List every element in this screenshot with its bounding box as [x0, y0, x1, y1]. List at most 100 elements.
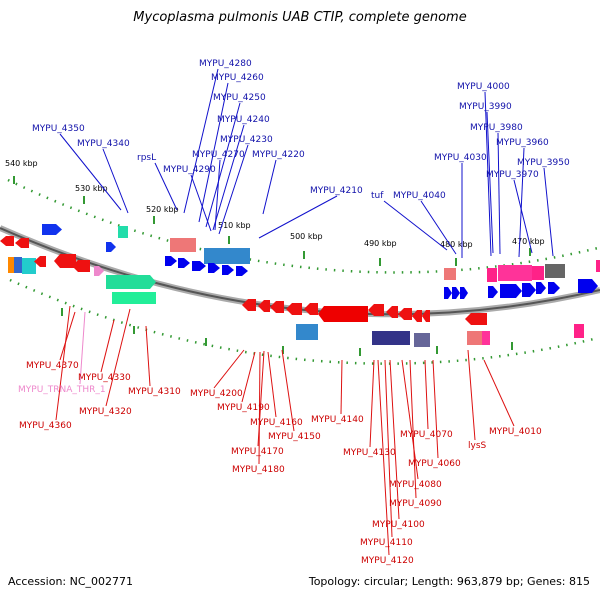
gene-label: MYPU_4100 — [372, 520, 425, 530]
label-leader-line — [79, 311, 86, 385]
label-leader-line — [384, 359, 393, 538]
map-title: Mycoplasma pulmonis UAB CTIP, complete g… — [133, 10, 467, 25]
label-leader-line — [424, 359, 429, 430]
gene-label: MYPU_4250 — [213, 93, 266, 103]
label-leader-line — [205, 102, 241, 228]
gene-label: MYPU_4240 — [217, 115, 270, 125]
gene-feature — [487, 268, 497, 282]
gene-label: MYPU_4000 — [457, 82, 510, 92]
gene-label: MYPU_3970 — [486, 170, 539, 180]
gene-label: MYPU_4330 — [78, 373, 131, 383]
label-leader-line — [484, 91, 492, 257]
gene-feature — [422, 310, 430, 322]
label-leader-line — [102, 148, 129, 214]
label-leader-line — [258, 195, 338, 239]
gene-feature — [548, 282, 560, 294]
gene-label: tuf — [371, 191, 384, 201]
gene-label: MYPU_3960 — [496, 138, 549, 148]
label-leader-line — [483, 359, 515, 427]
kbp-tick-label: 530 kbp — [75, 184, 108, 193]
gene-feature — [94, 266, 104, 276]
kbp-tick-marks — [13, 176, 531, 356]
gene-label: MYPU_4210 — [310, 186, 363, 196]
gene-feature — [414, 333, 430, 347]
gene-feature — [444, 287, 452, 299]
gene-feature — [15, 238, 29, 248]
label-leader-line — [154, 162, 178, 211]
gene-feature — [536, 282, 546, 294]
gene-feature — [574, 324, 584, 338]
gene-label: MYPU_4220 — [252, 150, 305, 160]
gene-label: MYPU_4340 — [77, 139, 130, 149]
gene-feature — [54, 254, 76, 268]
gene-feature — [14, 257, 22, 273]
gene-label: MYPU_4280 — [199, 59, 252, 69]
genome-summary: Topology: circular; Length: 963,879 bp; … — [308, 575, 590, 588]
label-leader-line — [432, 359, 439, 459]
label-leader-line — [218, 144, 249, 235]
gene-feature — [242, 299, 256, 311]
accession-text: Accession: NC_002771 — [8, 575, 134, 588]
gene-feature — [444, 268, 456, 280]
gene-feature — [42, 224, 62, 235]
gene-label: MYPU_4320 — [79, 407, 132, 417]
label-leader-line — [518, 147, 525, 258]
gene-feature — [482, 331, 490, 345]
gene-feature — [596, 260, 600, 272]
gene-feature — [386, 306, 398, 318]
gene-label: MYPU_4080 — [389, 480, 442, 490]
gene-feature — [178, 258, 190, 268]
gene-label: MYPU_4090 — [389, 499, 442, 509]
gene-feature — [34, 256, 46, 267]
gene-feature — [578, 279, 598, 293]
gene-label: MYPU_4160 — [250, 418, 303, 428]
label-leader-line — [383, 200, 448, 251]
kbp-tick-label: 510 kbp — [218, 221, 251, 230]
label-leader-line — [369, 359, 375, 448]
label-leader-line — [543, 167, 554, 257]
label-leader-line — [377, 359, 390, 556]
gene-feature — [532, 266, 544, 280]
gene-feature — [452, 287, 460, 299]
gene-label: MYPU_4310 — [128, 387, 181, 397]
gene-label: MYPU_4230 — [220, 135, 273, 145]
label-leader-line — [100, 319, 115, 373]
label-leader-line — [467, 349, 476, 441]
label-leader-line — [486, 111, 494, 254]
label-leader-line — [241, 351, 256, 403]
gene-feature — [522, 283, 536, 297]
gene-label: MYPU_4370 — [26, 361, 79, 371]
gene-label: MYPU_4060 — [408, 459, 461, 469]
gene-feature — [236, 266, 248, 276]
label-leader-line — [340, 359, 343, 415]
kbp-tick-label: 490 kbp — [364, 239, 397, 248]
gene-label: MYPU_4200 — [190, 389, 243, 399]
gene-label: MYPU_4130 — [343, 448, 396, 458]
gene-label: MYPU_3990 — [459, 102, 512, 112]
label-leader-line — [55, 305, 71, 421]
label-leader-line — [281, 349, 295, 432]
gene-label: MYPU_4040 — [393, 191, 446, 201]
gene-label: MYPU_4070 — [400, 430, 453, 440]
gene-feature — [304, 303, 318, 315]
label-leader-line — [59, 311, 76, 361]
label-leader-line — [497, 132, 501, 255]
label-leader-line — [262, 159, 277, 215]
gene-feature — [8, 257, 18, 273]
kbp-tick-label: 520 kbp — [146, 205, 179, 214]
label-leader-line — [105, 308, 131, 407]
gene-feature — [460, 287, 468, 299]
label-leader-line — [258, 351, 261, 465]
gene-feature — [258, 300, 270, 312]
gene-feature — [208, 263, 220, 273]
label-leader-line — [183, 68, 219, 214]
kbp-tick-label: 470 kbp — [512, 237, 545, 246]
gene-feature — [465, 313, 487, 325]
kbp-tick-label: 540 kbp — [5, 159, 38, 168]
gene-feature — [372, 331, 410, 345]
kbp-tick-label: 500 kbp — [290, 232, 323, 241]
gene-feature — [286, 303, 302, 315]
gene-feature — [22, 258, 36, 274]
gene-feature — [498, 265, 518, 281]
